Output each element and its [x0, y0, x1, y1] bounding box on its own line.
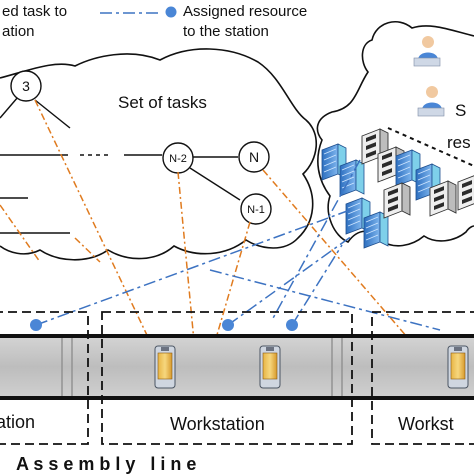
task-node-n: N [238, 141, 270, 173]
task-node-3: 3 [10, 70, 42, 102]
task-node-n-minus-2: N-2 [162, 142, 194, 174]
worker-icon [413, 36, 441, 67]
server-blue-icon [363, 211, 389, 249]
legend-resource-dot [165, 6, 177, 18]
task-node-n-minus-1-label: N-1 [247, 204, 265, 216]
server-grey-icon [429, 180, 457, 217]
station-box-left [0, 311, 89, 445]
station-box-right [371, 311, 474, 445]
server-blue-icon [339, 159, 365, 197]
conveyor-belt [0, 334, 474, 400]
station-label-right: Workst [398, 414, 454, 434]
station-label-middle: Workstation [170, 414, 265, 434]
task-assignment-arrows [0, 99, 422, 355]
workpiece-icon [154, 345, 176, 389]
legend-task-label-line1: ed task to [2, 3, 67, 20]
server-grey-icon [383, 182, 411, 219]
resource-set-title-line2: res [447, 133, 471, 152]
worker-icon [417, 86, 445, 117]
task-node-n-label: N [249, 149, 259, 165]
station-boxes [0, 311, 474, 445]
workpiece-icon [447, 345, 469, 389]
workpiece-icon [259, 345, 281, 389]
task-node-3-label: 3 [22, 78, 30, 94]
station-box-middle [101, 311, 353, 445]
task-node-n-minus-1: N-1 [240, 193, 272, 225]
resource-dot-station-middle-b [286, 319, 298, 331]
resource-set-title-line1: S [455, 101, 466, 120]
task-set-cloud [0, 48, 318, 261]
resource-assignment-lines [35, 159, 441, 331]
resource-dot-station-left [30, 319, 42, 331]
task-graph-edges [0, 96, 241, 234]
workpiece-group [154, 345, 469, 389]
resource-set-cloud [316, 20, 474, 247]
legend-resource-label-line1: Assigned resource [183, 3, 307, 20]
assembly-line-label: A s s e m b l y l i n e [16, 454, 196, 474]
task-node-n-minus-2-label: N-2 [169, 153, 187, 165]
station-label-left: ation [0, 412, 35, 432]
legend: ed task to ation Assigned resource to th… [2, 3, 307, 40]
legend-task-label-line2: ation [2, 23, 35, 40]
server-group [321, 128, 474, 249]
task-set-title: Set of tasks [118, 93, 207, 112]
resource-dot-station-middle-a [222, 319, 234, 331]
legend-resource-label-line2: to the station [183, 23, 269, 40]
server-grey-icon [457, 175, 474, 211]
